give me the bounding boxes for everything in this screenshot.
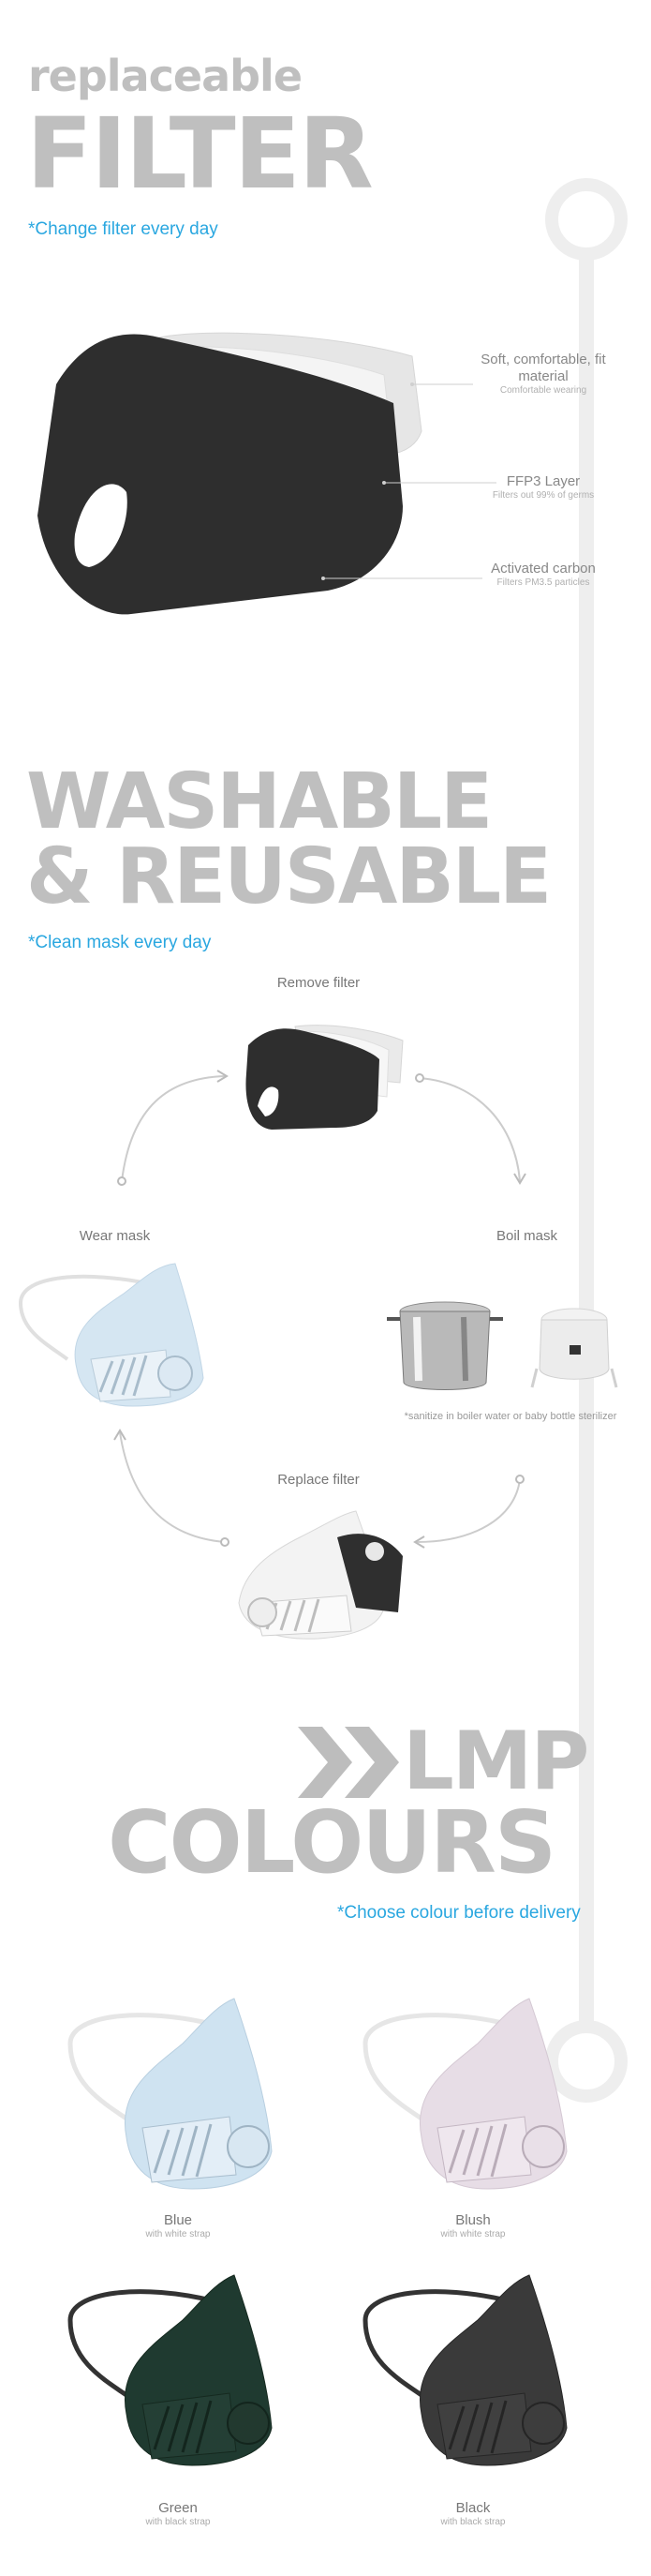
washable-title-line1: WASHABLE: [26, 757, 493, 846]
strap-note-blue: with white strap: [145, 2229, 211, 2239]
sterilizer-illustration: [530, 1308, 618, 1388]
strap-note-green: with black strap: [145, 2517, 211, 2527]
strap-note-blush: with white strap: [440, 2229, 506, 2239]
colour-name-blue: Blue: [163, 2212, 193, 2228]
cycle-arrows: [113, 1070, 526, 1549]
step-remove-filter: Remove filter: [276, 975, 361, 991]
step-replace-filter: Replace filter: [277, 1472, 360, 1488]
colour-variant-blue[interactable]: Blue with white strap: [37, 1987, 318, 2250]
brand-name: LMP: [403, 1715, 589, 1808]
colours-title: COLOURS: [108, 1792, 556, 1893]
filter-layers-illustration: [37, 332, 422, 615]
step-wear-mask: Wear mask: [79, 1228, 151, 1244]
mask-blush-illustration: [362, 1998, 568, 2190]
callout-activated-carbon: Activated carbon Filters PM3.5 particles: [491, 561, 596, 588]
washable-title-line2: & REUSABLE: [26, 832, 552, 921]
mask-green-illustration: [67, 2274, 273, 2466]
mask-black-illustration: [362, 2274, 568, 2466]
callout-soft-material: Soft, comfortable, fit material Comforta…: [481, 352, 606, 396]
decorative-rail: [579, 225, 594, 2025]
colour-name-black: Black: [455, 2500, 491, 2516]
filter-title: FILTER: [26, 97, 374, 211]
boil-pot-illustration: [387, 1301, 503, 1390]
step-boil-mask: Boil mask: [496, 1228, 558, 1244]
callout-leader-lines: [321, 382, 496, 580]
lmp-chevrons-icon: [298, 1727, 399, 1798]
filter-kicker: replaceable: [28, 51, 303, 101]
colour-variant-blush[interactable]: Blush with white strap: [333, 1987, 614, 2250]
callout-ffp3-layer: FFP3 Layer Filters out 99% of germs: [492, 473, 595, 501]
washable-note: *Clean mask every day: [28, 933, 212, 952]
strap-note-black: with black strap: [440, 2517, 506, 2527]
colours-note: *Choose colour before delivery: [337, 1903, 581, 1923]
removed-filter-illustration: [245, 1025, 404, 1130]
colour-variant-green[interactable]: Green with black strap: [37, 2264, 318, 2536]
wear-mask-illustration: [19, 1263, 204, 1407]
colour-name-blush: Blush: [455, 2212, 491, 2228]
colour-name-green: Green: [158, 2500, 198, 2516]
replace-filter-illustration: [238, 1510, 403, 1640]
sanitize-note: *sanitize in boiler water or baby bottle…: [404, 1411, 617, 1422]
mask-blue-illustration: [67, 1998, 273, 2190]
filter-note: *Change filter every day: [28, 219, 218, 239]
colour-variant-black[interactable]: Black with black strap: [333, 2264, 614, 2536]
